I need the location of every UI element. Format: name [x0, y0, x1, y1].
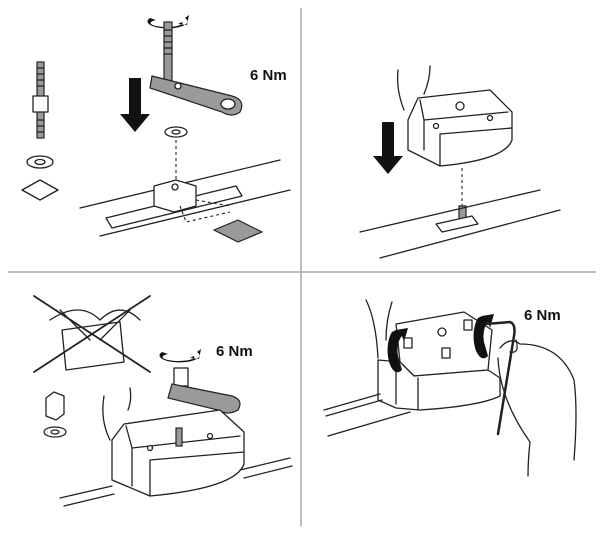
square-plate: [21, 179, 59, 201]
hand: [497, 339, 577, 477]
step-2-panel: [359, 65, 561, 259]
bolt: [163, 21, 173, 85]
step-3-panel: 6 Nm: [33, 295, 293, 507]
crossed-out-pliers: [33, 295, 151, 373]
torque-label: 6 Nm: [216, 343, 253, 360]
wrench: [149, 75, 243, 116]
torque-label: 6 Nm: [250, 67, 287, 84]
t-slot-block: [153, 179, 197, 213]
rotate-arrow-icon: [473, 314, 494, 359]
down-arrow-icon: [120, 78, 150, 132]
rotate-arrow-icon: [387, 328, 408, 373]
rotate-arrow-icon: [159, 349, 201, 363]
wrench: [167, 383, 241, 414]
step-1-panel: 6 Nm: [21, 15, 291, 243]
square-plate: [212, 219, 264, 243]
nut: [45, 391, 65, 421]
bolt: [175, 427, 183, 447]
step-4-panel: 6 Nm: [323, 299, 577, 477]
threaded-stud: [32, 61, 49, 139]
allen-key: [484, 320, 516, 436]
down-arrow-icon: [373, 122, 403, 174]
torque-label: 6 Nm: [524, 307, 561, 324]
nut: [173, 367, 189, 387]
